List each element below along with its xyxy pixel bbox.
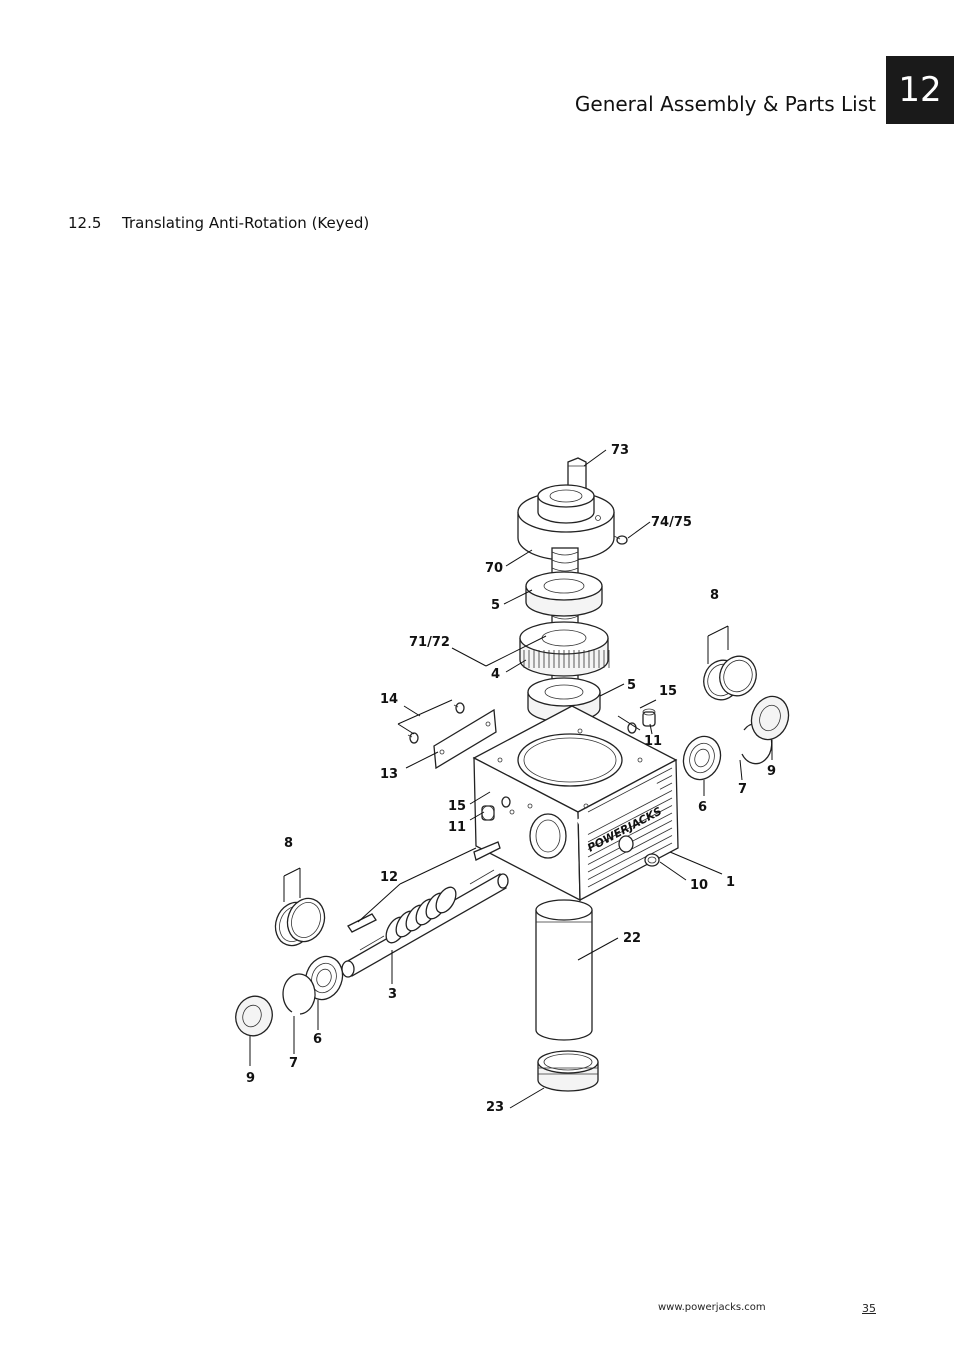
footer-url[interactable]: www.powerjacks.com: [658, 1302, 766, 1313]
part-5-upper-bearing: [525, 571, 603, 617]
part-10-plug: [644, 853, 660, 867]
callout-15-right: 15: [659, 684, 677, 699]
page-title: General Assembly & Parts List: [574, 92, 876, 116]
part-15-11-left: [481, 796, 511, 821]
part-9-left-seal: [235, 995, 273, 1037]
part-13-cover-plate: [433, 708, 497, 770]
part-1-housing: POWERJACKS: [472, 705, 679, 902]
callout-15-left: 15: [448, 799, 466, 814]
part-74-75-screw: [613, 535, 628, 545]
part-15-11-right: [627, 708, 656, 734]
section-number: 12.5: [68, 214, 102, 232]
callout-70: 70: [485, 561, 503, 576]
part-4-worm-wheel: [519, 621, 610, 677]
callout-5-lower: 5: [627, 678, 636, 693]
callout-6-left: 6: [313, 1032, 322, 1047]
callout-1: 1: [726, 875, 735, 890]
callout-71-72: 71/72: [409, 635, 450, 650]
callout-4: 4: [491, 667, 500, 682]
callout-5-upper: 5: [491, 598, 500, 613]
callout-10: 10: [690, 878, 708, 893]
callout-9-left: 9: [246, 1071, 255, 1086]
callout-11-right: 11: [644, 734, 662, 749]
part-23-ring: [537, 1050, 599, 1092]
part-9-right-seal: [750, 695, 790, 741]
callout-23: 23: [486, 1100, 504, 1115]
leader-lines: [249, 449, 773, 1109]
part-8-left-shims: [274, 897, 326, 947]
callout-8-left: 8: [284, 836, 293, 851]
callout-14: 14: [380, 692, 398, 707]
callout-labels: 73 74/75 70 5 8 71/72 4 5 15 14 11 9 13 …: [246, 443, 776, 1115]
callout-3: 3: [388, 987, 397, 1002]
part-14-screws: [407, 702, 465, 744]
footer-page-number: 35: [862, 1302, 876, 1315]
callout-13: 13: [380, 767, 398, 782]
chapter-number-tab: 12: [886, 56, 954, 124]
callout-9-right: 9: [767, 764, 776, 779]
part-7-left-circlip: [282, 973, 316, 1015]
section-title: Translating Anti-Rotation (Keyed): [122, 214, 370, 232]
callout-8-right: 8: [710, 588, 719, 603]
section-heading: 12.5 Translating Anti-Rotation (Keyed): [68, 214, 369, 232]
callout-12: 12: [380, 870, 398, 885]
part-5-lower-bearing: [527, 677, 601, 723]
part-3-worm-shaft: [341, 869, 509, 978]
part-70-cap: [517, 484, 615, 561]
part-8-right-shims: [703, 655, 757, 701]
part-12-keys: [347, 841, 501, 933]
callout-7-right: 7: [738, 782, 747, 797]
part-6-right-bearing: [682, 735, 722, 781]
callout-11-left: 11: [448, 820, 466, 835]
callout-73: 73: [611, 443, 629, 458]
part-22-cover-tube: [535, 899, 593, 1041]
callout-74-75: 74/75: [651, 515, 692, 530]
callout-22: 22: [623, 931, 641, 946]
callout-6-right: 6: [698, 800, 707, 815]
callout-7-left: 7: [289, 1056, 298, 1071]
